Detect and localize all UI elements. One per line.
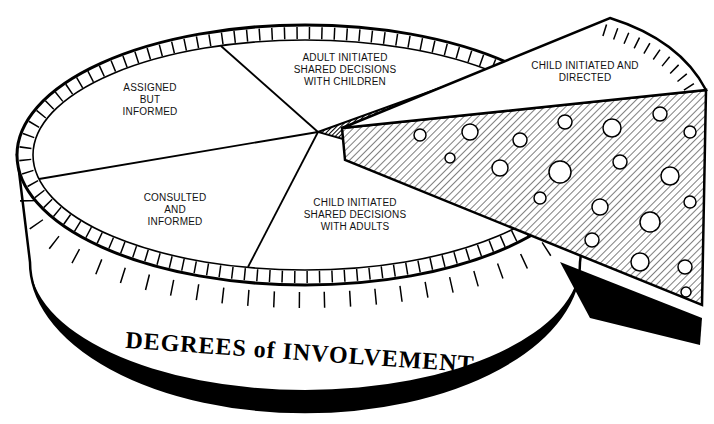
slice-label: CHILD INITIATED SHARED DECISIONS WITH AD…	[298, 197, 412, 233]
cheese-hole	[549, 161, 571, 183]
cheese-hole	[462, 124, 478, 140]
slice-label: ADULT INITIATED SHARED DECISIONS WITH CH…	[290, 52, 401, 88]
cheese-hole	[414, 129, 426, 141]
cheese-hole	[592, 199, 608, 215]
cheese-hole	[603, 119, 621, 137]
cheese-hole	[631, 253, 649, 271]
pie-slice: CHILD INITIATED SHARED DECISIONS WITH AD…	[296, 196, 414, 234]
cheese-hole	[640, 212, 660, 232]
cheese-hole	[585, 233, 599, 247]
cheese-hole	[613, 155, 627, 169]
pie-slice: CONSULTED AND INFORMED	[135, 191, 215, 229]
slice-divider	[248, 132, 318, 267]
cheese-hole	[445, 153, 455, 163]
cheese-hole	[661, 167, 679, 185]
cheese-hole	[684, 126, 696, 138]
pie-slice: ADULT INITIATED SHARED DECISIONS WITH CH…	[288, 51, 403, 89]
slice-label: ASSIGNED BUT INFORMED	[117, 82, 183, 118]
cheese-holes	[414, 107, 696, 297]
pie-title: DEGREES of INVOLVEMENT	[125, 327, 476, 378]
slice-divider	[39, 132, 318, 179]
slice-label: CONSULTED AND INFORMED	[137, 192, 213, 228]
pie-slice: CHILD INITIATED AND DIRECTED	[525, 59, 645, 85]
cheese-hole	[681, 287, 691, 297]
slice-label: CHILD INITIATED AND DIRECTED	[527, 60, 643, 84]
cheese-hole	[492, 160, 508, 176]
slice-top	[342, 18, 706, 128]
cheese-hole	[534, 192, 546, 204]
pie-slice: ASSIGNED BUT INFORMED	[115, 81, 185, 119]
cheese-hole	[678, 260, 692, 274]
cheese-hole	[653, 107, 667, 121]
cheese-hole	[684, 196, 696, 208]
cheese-hole	[558, 115, 572, 129]
cheese-hole	[513, 133, 527, 147]
